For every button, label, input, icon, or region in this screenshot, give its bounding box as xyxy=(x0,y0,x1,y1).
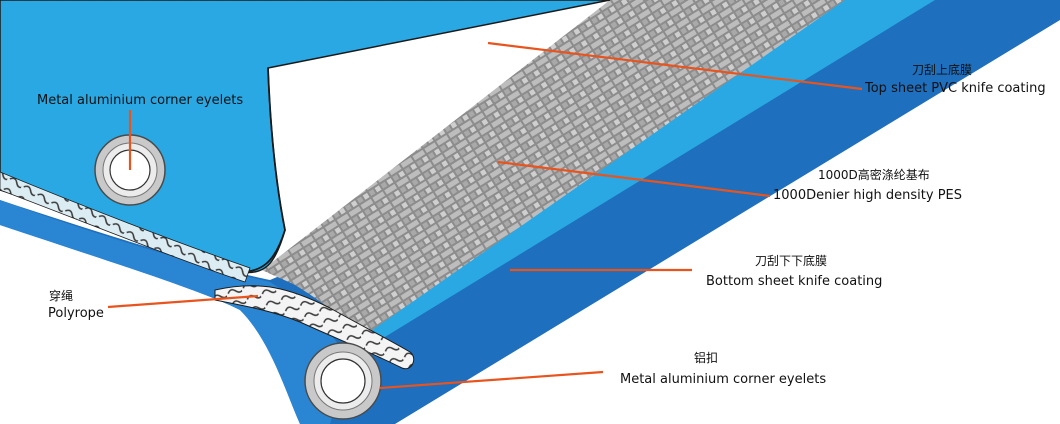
leader-pes xyxy=(497,160,771,198)
label-top-coating-cn: 刀刮上底膜 xyxy=(912,63,973,77)
leader-top-coating xyxy=(487,41,863,91)
label-bottom-coating-cn: 刀刮下下底膜 xyxy=(755,254,828,268)
leader-corner-eyelets-bottom xyxy=(379,370,604,390)
label-pes-cn: 1000D高密涤纶基布 xyxy=(818,168,930,182)
label-top-coating-en: Top sheet PVC knife coating xyxy=(865,81,1046,96)
label-corner-eyelets-top-en: Metal aluminium corner eyelets xyxy=(37,93,244,108)
mid-sheet-strip xyxy=(350,0,935,340)
bottom-corner-eyelet xyxy=(304,342,382,420)
label-corner-eyelets-bottom-cn: 铝扣 xyxy=(694,351,719,365)
top-sheet-curl xyxy=(239,67,286,273)
label-polyrope-en: Polyrope xyxy=(48,306,104,321)
polyrope-hem xyxy=(0,171,251,283)
label-polyrope-cn: 穿绳 xyxy=(49,289,74,303)
pes-mesh-layer xyxy=(262,0,845,335)
leader-lines xyxy=(107,41,863,390)
polyrope-tube xyxy=(214,285,415,370)
leader-polyrope xyxy=(107,294,259,309)
label-pes-en: 1000Denier high density PES xyxy=(773,188,962,203)
label-corner-eyelets-bottom-en: Metal aluminium corner eyelets xyxy=(620,372,827,387)
label-bottom-coating-en: Bottom sheet knife coating xyxy=(706,274,883,289)
